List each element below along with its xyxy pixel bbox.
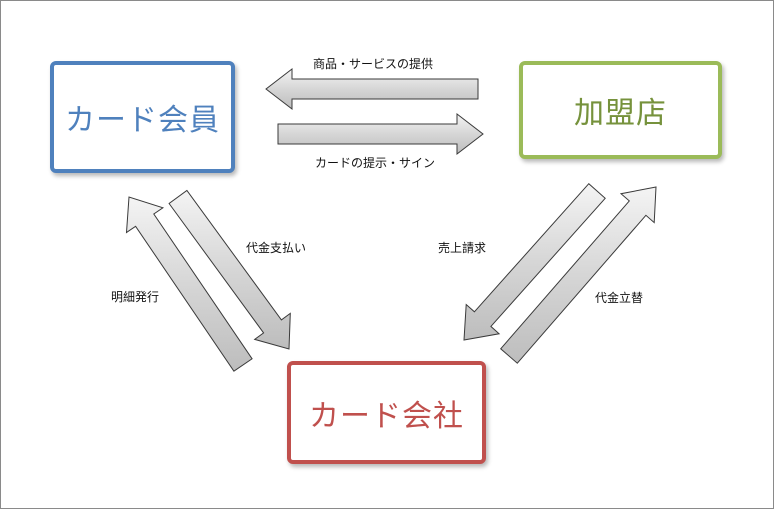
- payment-label: 代金支払い: [246, 241, 307, 255]
- merchant-box: 加盟店: [519, 61, 722, 159]
- goods-services-label: 商品・サービスの提供: [313, 57, 434, 71]
- card-member-label: カード会員: [65, 103, 220, 138]
- card-presentation-arrow: [277, 112, 484, 156]
- sales-request-label: 売上請求: [438, 241, 487, 255]
- statement-arrow: [125, 196, 253, 372]
- card-company-label: カード会社: [309, 398, 464, 434]
- advance-payment-label: 代金立替: [595, 291, 644, 305]
- card-member-box: カード会員: [50, 61, 235, 173]
- payment-arrow: [168, 189, 291, 350]
- statement-label: 明細発行: [111, 290, 160, 304]
- merchant-label: 加盟店: [574, 96, 667, 131]
- card-presentation-label: カードの提示・サイン: [315, 156, 436, 170]
- sales-request-arrow: [463, 182, 606, 341]
- card-company-box: カード会社: [287, 361, 486, 464]
- goods-services-arrow: [265, 67, 479, 111]
- advance-payment-arrow: [499, 186, 657, 364]
